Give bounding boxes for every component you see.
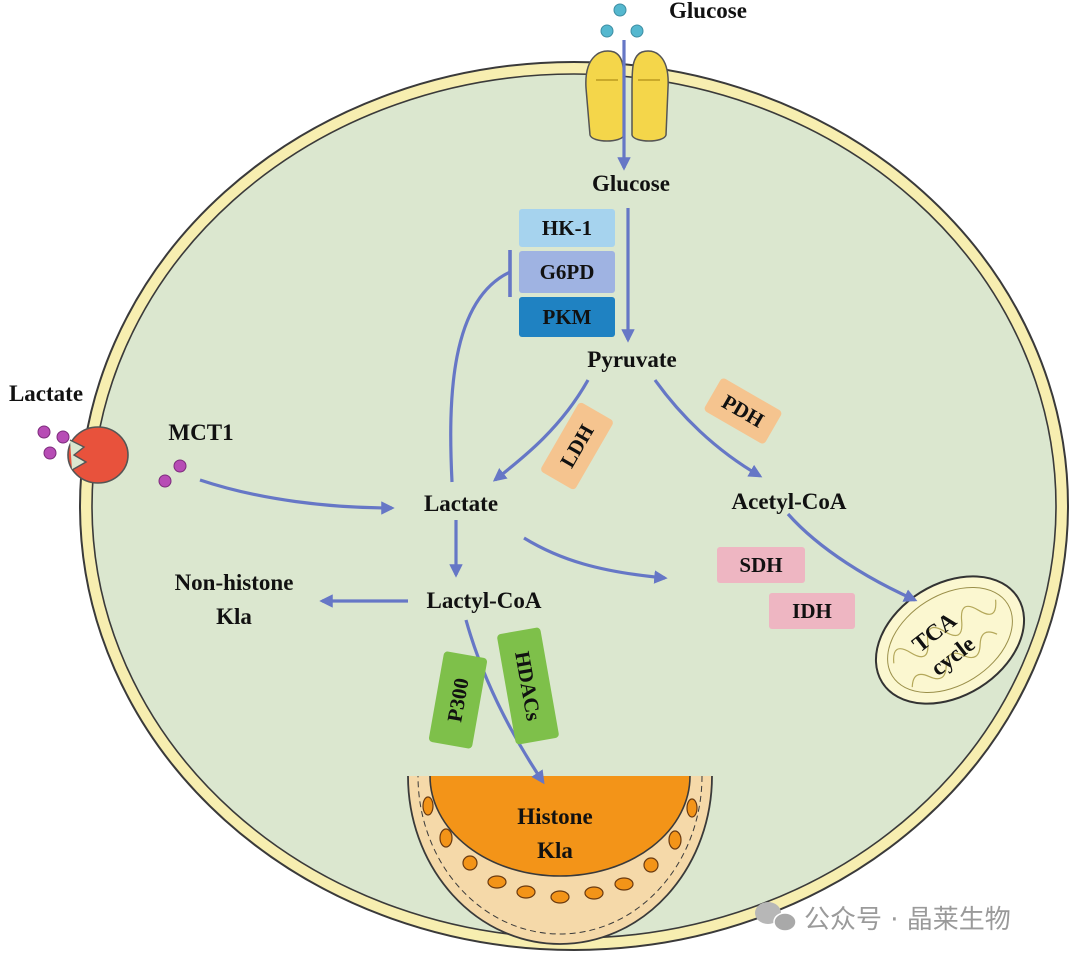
enzyme-g6pd: G6PD [519, 251, 615, 293]
hk1-label: HK-1 [542, 216, 592, 240]
enzyme-pkm: PKM [519, 297, 615, 337]
arrow-pyruvate-to-acetylcoa [653, 379, 763, 478]
pkm-label: PKM [543, 305, 592, 329]
arrow-acetylcoa-to-tca [786, 512, 918, 602]
arrow-lactate-to-tca-enzymes [523, 536, 668, 584]
g6pd-label: G6PD [540, 260, 595, 284]
lactyl-coa-label: Lactyl-CoA [427, 588, 542, 613]
mct1-transporter-icon [67, 426, 129, 484]
histone-kla-label: Kla [537, 838, 573, 863]
lactate-inside-label: Lactate [424, 491, 498, 516]
enzyme-sdh: SDH [717, 547, 805, 583]
glucose-molecules-icon [600, 3, 644, 38]
idh-label: IDH [792, 599, 832, 623]
non-histone-kla-label: Kla [216, 604, 252, 629]
lactate-molecules-icon [37, 425, 187, 488]
mitochondrion-icon [874, 575, 1026, 705]
pyruvate-label: Pyruvate [587, 347, 676, 372]
enzyme-p300: P300 [428, 651, 488, 749]
enzyme-hdacs: HDACs [497, 627, 559, 745]
cell [79, 61, 1069, 951]
glucose-outside-label: Glucose [669, 0, 747, 23]
lactate-outside-label: Lactate [9, 381, 83, 406]
glucose-transporter-icon [585, 50, 669, 142]
arrow-lactylcoa-to-histone [464, 619, 545, 785]
sdh-label: SDH [739, 553, 782, 577]
pathway-arrows [199, 40, 918, 785]
histone-label: Histone [517, 804, 592, 829]
arrow-mct1-to-lactate [199, 478, 395, 515]
mct1-label: MCT1 [168, 420, 233, 445]
acetyl-coa-label: Acetyl-CoA [732, 489, 847, 514]
watermark: 公众号 · 晶莱生物 [755, 902, 1011, 935]
inhibition-lactate-feedback [449, 270, 511, 483]
non-histone-label: Non-histone [175, 570, 294, 595]
enzyme-idh: IDH [769, 593, 855, 629]
watermark-text: 公众号 · 晶莱生物 [804, 905, 1011, 935]
glucose-inside-label: Glucose [592, 171, 670, 196]
nucleus [407, 776, 713, 945]
wechat-icon [755, 902, 797, 932]
arrow-pyruvate-to-lactate [492, 379, 590, 482]
enzyme-hk1: HK-1 [519, 209, 615, 247]
